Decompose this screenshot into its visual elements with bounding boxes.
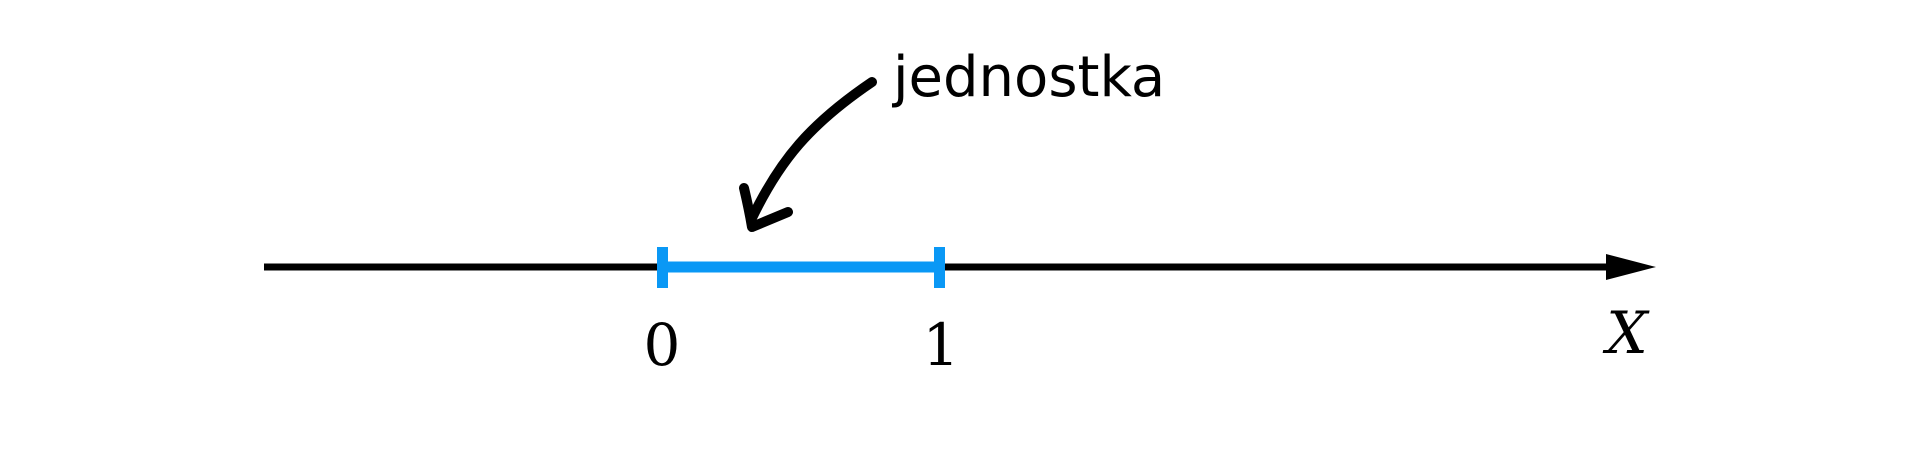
tick-1 [934, 247, 945, 288]
tick-label-1: 1 [923, 311, 960, 379]
tick-label-0: 0 [644, 311, 681, 379]
annotation-label: jednostka [891, 45, 1165, 110]
tick-0 [657, 247, 668, 288]
annotation-arrow-icon [739, 77, 877, 232]
axis-arrowhead-icon [1606, 254, 1656, 280]
axis-label-x: X [1602, 299, 1650, 367]
unit-segment [657, 247, 945, 288]
